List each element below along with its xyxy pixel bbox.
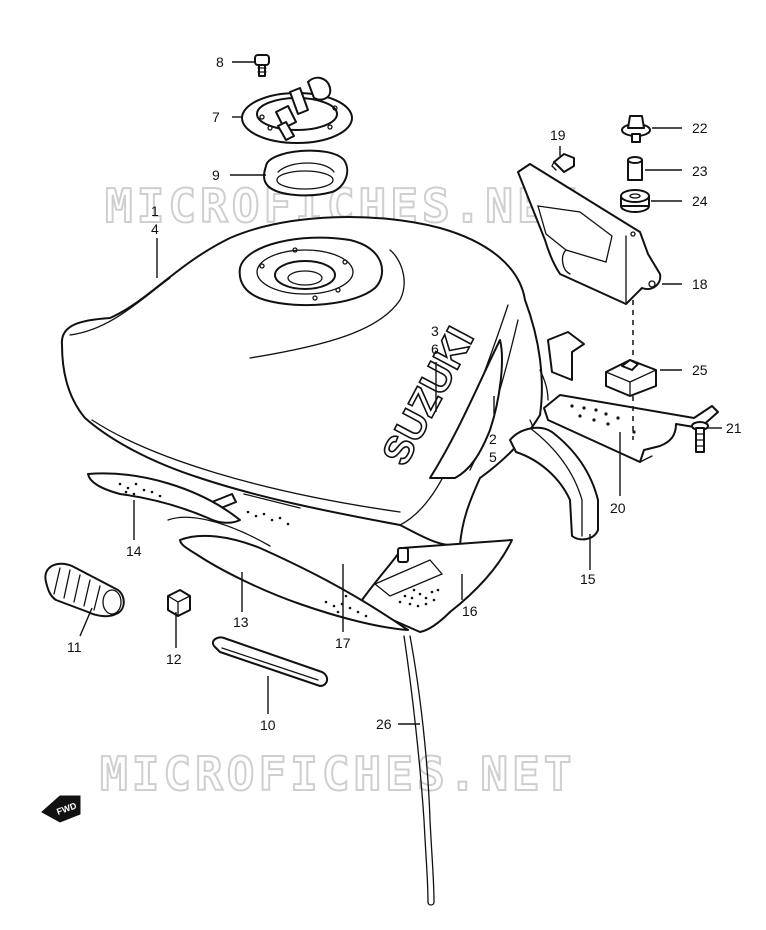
callout-3: 3 xyxy=(431,323,439,339)
callout-21: 21 xyxy=(726,420,742,436)
mount-plate-part-18[interactable] xyxy=(517,163,662,305)
bolt-part-22[interactable] xyxy=(621,115,651,143)
rubber-pad-part-11[interactable] xyxy=(44,562,125,618)
fuel-cap-part-7[interactable] xyxy=(241,76,353,144)
grommet-part-24[interactable] xyxy=(620,189,650,213)
decal-part-13[interactable] xyxy=(179,534,409,631)
callout-17: 17 xyxy=(335,635,351,651)
callout-labels: 1 4 8 7 9 3 6 2 5 19 22 23 24 18 25 21 2… xyxy=(67,54,742,733)
callout-1: 1 xyxy=(151,203,159,219)
callout-10: 10 xyxy=(260,717,276,733)
callout-14: 14 xyxy=(126,543,142,559)
callout-13: 13 xyxy=(233,614,249,630)
callout-9: 9 xyxy=(212,167,220,183)
callout-2: 2 xyxy=(489,431,497,447)
callout-4: 4 xyxy=(151,221,159,237)
bracket-part-20[interactable] xyxy=(543,331,719,463)
callout-16: 16 xyxy=(462,603,478,619)
side-cover-part-16[interactable] xyxy=(361,539,513,633)
gasket-part-9[interactable] xyxy=(263,149,349,197)
callout-12: 12 xyxy=(166,651,182,667)
callout-11: 11 xyxy=(67,639,82,655)
hose-part-26[interactable] xyxy=(403,635,435,906)
fuel-tank-part-1[interactable] xyxy=(60,216,549,547)
leader-lines xyxy=(79,61,722,725)
collar-part-23[interactable] xyxy=(627,156,643,181)
callout-8: 8 xyxy=(216,54,224,70)
bolt-part-19[interactable] xyxy=(551,153,575,173)
screw-part-8[interactable] xyxy=(254,54,270,77)
watermark-bottom: MICROFICHES.NET xyxy=(100,747,575,801)
callout-22: 22 xyxy=(692,120,708,136)
screw-part-21[interactable] xyxy=(691,421,709,453)
damper-part-25[interactable] xyxy=(605,359,657,397)
callout-24: 24 xyxy=(692,193,708,209)
heat-shield-part-15[interactable] xyxy=(509,426,599,541)
strip-part-10[interactable] xyxy=(212,636,328,687)
cushion-part-12[interactable] xyxy=(167,589,191,617)
callout-15: 15 xyxy=(580,571,596,587)
emblem-part-14[interactable] xyxy=(87,472,290,547)
callout-23: 23 xyxy=(692,163,708,179)
callout-19: 19 xyxy=(550,127,566,143)
callout-18: 18 xyxy=(692,276,708,292)
callout-5: 5 xyxy=(489,449,497,465)
forward-direction-badge: FWD xyxy=(41,795,81,823)
callout-20: 20 xyxy=(610,500,626,516)
callout-7: 7 xyxy=(212,109,220,125)
callout-25: 25 xyxy=(692,362,708,378)
callout-26: 26 xyxy=(376,716,392,732)
callout-6: 6 xyxy=(431,341,439,357)
